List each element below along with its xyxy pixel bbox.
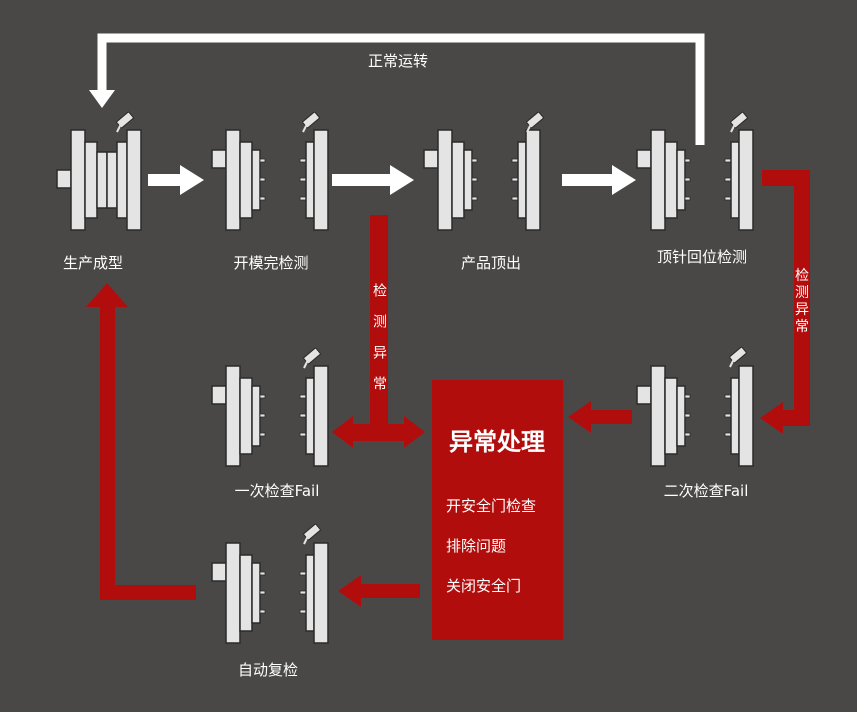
camera-icon xyxy=(729,110,749,133)
camera-icon xyxy=(525,110,545,133)
abnormal-arrow-left xyxy=(332,215,425,448)
abnormal-label-right: 检测异常 xyxy=(795,268,809,335)
mold-machine-eject xyxy=(423,129,541,231)
normal-loop-arrow xyxy=(89,33,705,145)
camera-icon xyxy=(301,110,321,133)
abnormal-arrow-to-box xyxy=(568,401,632,433)
mold-machine-auto-recheck xyxy=(211,542,329,644)
camera-icon xyxy=(302,522,322,545)
stage-label-eject: 产品顶出 xyxy=(461,254,521,272)
stage-label-open-check: 开模完检测 xyxy=(233,254,308,272)
camera-icon xyxy=(302,346,322,369)
flow-arrow xyxy=(148,165,204,195)
abnormal-label-left: 检测异常 xyxy=(371,283,387,390)
stage-label-pin-return: 顶针回位检测 xyxy=(657,248,747,266)
flow-arrow xyxy=(562,165,636,195)
mold-machine-pin-return xyxy=(636,129,754,231)
handling-step-3: 关闭安全门 xyxy=(446,577,521,595)
mold-machine-open-check xyxy=(211,129,329,231)
stage-label-forming: 生产成型 xyxy=(63,254,123,272)
mold-machine-second-check xyxy=(636,365,754,467)
abnormal-arrow-right xyxy=(760,170,810,434)
handling-step-1: 开安全门检查 xyxy=(446,497,536,515)
abnormal-handling-box: 异常处理 开安全门检查 排除问题 关闭安全门 xyxy=(432,380,563,640)
flow-arrow xyxy=(332,165,414,195)
handling-title: 异常处理 xyxy=(449,428,545,456)
stage-label-auto-recheck: 自动复检 xyxy=(238,661,298,679)
stage-label-first-check: 一次检查Fail xyxy=(235,482,320,500)
mold-machine-first-check xyxy=(211,365,329,467)
abnormal-arrow-to-recheck xyxy=(338,575,420,607)
camera-icon xyxy=(115,110,135,133)
abnormal-return-arrow xyxy=(86,283,196,600)
loop-label: 正常运转 xyxy=(368,52,428,70)
camera-icon xyxy=(728,345,748,368)
mold-machine-forming xyxy=(56,129,142,231)
handling-step-2: 排除问题 xyxy=(446,537,506,555)
stage-label-second-check: 二次检查Fail xyxy=(664,482,749,500)
